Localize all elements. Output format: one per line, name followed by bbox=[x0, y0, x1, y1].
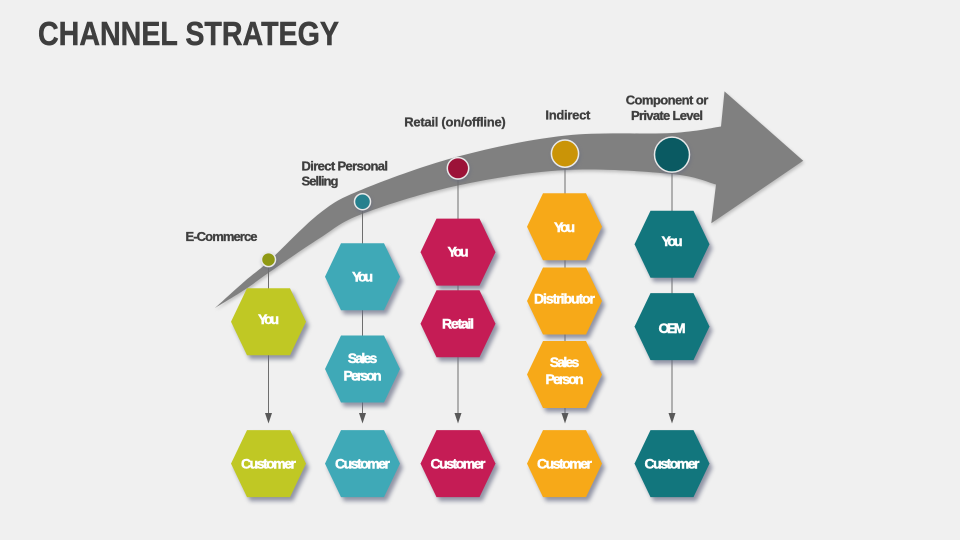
svg-text:Customer: Customer bbox=[537, 456, 593, 472]
svg-text:Customer: Customer bbox=[241, 456, 297, 472]
svg-text:Retail (on/offline): Retail (on/offline) bbox=[404, 115, 506, 130]
svg-text:CHANNEL STRATEGY: CHANNEL STRATEGY bbox=[38, 15, 339, 52]
svg-text:Sales: Sales bbox=[348, 350, 378, 366]
svg-text:Indirect: Indirect bbox=[545, 108, 591, 123]
svg-text:Customer: Customer bbox=[645, 456, 701, 472]
svg-text:Retail: Retail bbox=[442, 316, 474, 332]
svg-text:Selling: Selling bbox=[302, 174, 339, 189]
svg-text:Direct Personal: Direct Personal bbox=[302, 159, 389, 174]
svg-text:OEM: OEM bbox=[659, 320, 686, 336]
svg-text:You: You bbox=[352, 269, 373, 285]
svg-text:Component or: Component or bbox=[626, 92, 709, 107]
svg-text:You: You bbox=[554, 219, 575, 235]
svg-text:Customer: Customer bbox=[431, 456, 487, 472]
svg-text:You: You bbox=[662, 233, 683, 249]
svg-text:Private Level: Private Level bbox=[631, 108, 703, 123]
svg-text:E-Commerce: E-Commerce bbox=[186, 229, 258, 244]
svg-text:Customer: Customer bbox=[335, 456, 391, 472]
svg-text:Person: Person bbox=[344, 367, 382, 383]
svg-text:Sales: Sales bbox=[550, 354, 580, 370]
svg-text:You: You bbox=[448, 244, 469, 260]
svg-text:You: You bbox=[258, 311, 279, 327]
svg-text:Distributor: Distributor bbox=[534, 290, 596, 306]
svg-text:Person: Person bbox=[546, 371, 584, 387]
